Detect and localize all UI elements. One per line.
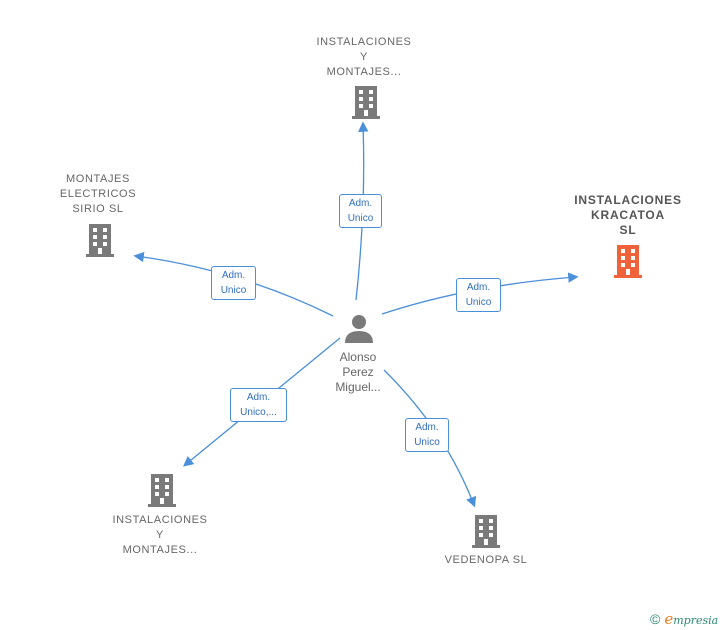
person-label[interactable]: Alonso Perez Miguel... xyxy=(335,350,381,394)
edge-label-bottom-right[interactable]: Adm. Unico xyxy=(405,418,449,452)
building-icon[interactable] xyxy=(146,472,178,508)
building-icon[interactable] xyxy=(350,84,382,120)
node-label-bottom-right[interactable]: VEDENOPA SL xyxy=(444,554,528,566)
node-label-bottom-left[interactable]: INSTALACIONES Y MONTAJES... xyxy=(112,514,208,556)
node-label-left[interactable]: MONTAJES ELECTRICOS SIRIO SL xyxy=(59,173,137,215)
brand-initial: e xyxy=(664,610,674,628)
node-label-top[interactable]: INSTALACIONES Y MONTAJES... xyxy=(316,36,412,78)
node-label-right[interactable]: INSTALACIONES KRACATOA SL xyxy=(574,193,682,237)
edge-label-right[interactable]: Adm. Unico xyxy=(456,278,501,312)
edge-label-left[interactable]: Adm. Unico xyxy=(211,266,256,300)
person-icon[interactable] xyxy=(343,312,375,344)
building-icon-highlighted[interactable] xyxy=(612,243,644,279)
footer-brand: ©empresia xyxy=(650,610,718,628)
edge-label-bottom-left[interactable]: Adm. Unico,... xyxy=(230,388,287,422)
building-icon[interactable] xyxy=(84,222,116,258)
brand-name: mpresia xyxy=(673,614,719,627)
building-icon[interactable] xyxy=(470,513,502,549)
edge-label-top[interactable]: Adm. Unico xyxy=(339,194,382,228)
copyright-symbol: © xyxy=(650,611,661,627)
